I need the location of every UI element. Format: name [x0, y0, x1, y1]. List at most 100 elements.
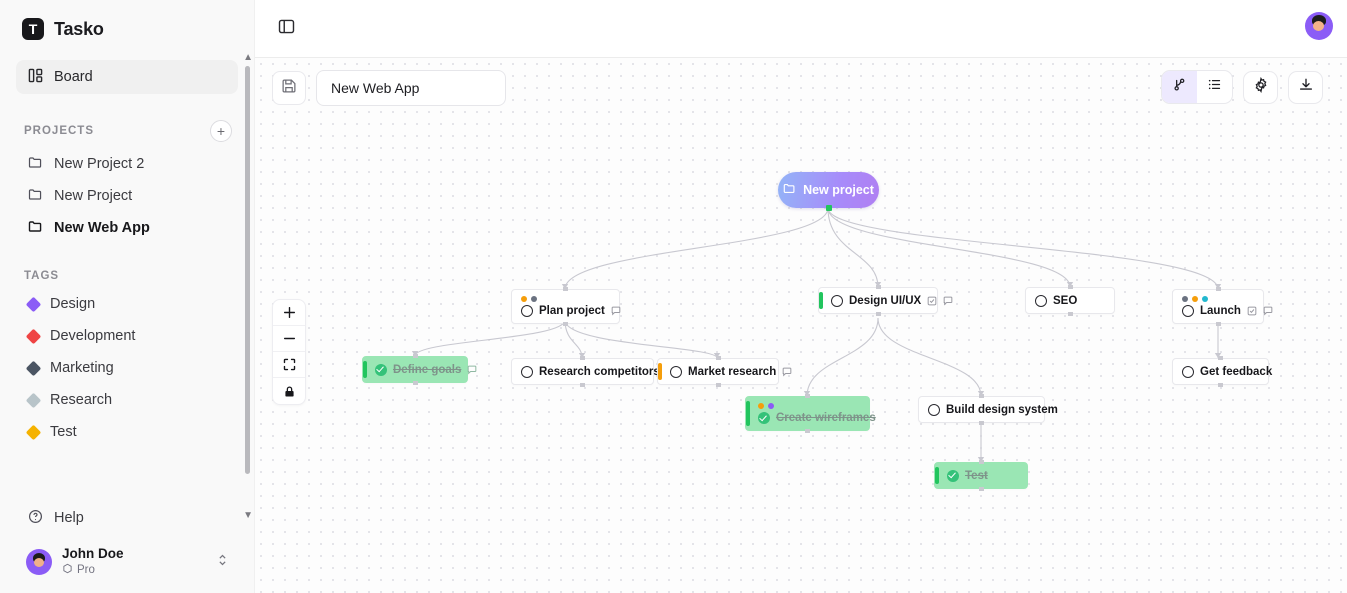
top-bar: [255, 0, 1347, 57]
sidebar-item-help[interactable]: Help: [16, 502, 238, 534]
task-checkbox[interactable]: [758, 412, 770, 424]
sidebar-scrollbar-thumb[interactable]: [245, 66, 250, 474]
lock-button[interactable]: [273, 378, 305, 404]
node-target-handle[interactable]: [1218, 356, 1223, 360]
node-card[interactable]: Define goals: [362, 354, 477, 385]
node-target-handle[interactable]: [979, 394, 984, 398]
node-target-handle[interactable]: [563, 287, 568, 291]
node-source-handle[interactable]: [979, 421, 984, 425]
node-target-handle[interactable]: [580, 356, 585, 360]
node-research-competitors[interactable]: Research competitors: [511, 356, 660, 387]
node-target-handle[interactable]: [1067, 285, 1073, 289]
node-design-ui-ux[interactable]: Design UI/UX: [818, 285, 953, 316]
flow-canvas[interactable]: New project Plan project: [255, 57, 1347, 593]
add-project-button[interactable]: +: [210, 120, 232, 142]
toggle-sidebar-button[interactable]: [271, 14, 301, 44]
node-card[interactable]: Create wireframes: [745, 394, 876, 433]
sidebar-tag-design[interactable]: Design: [16, 288, 238, 320]
task-checkbox[interactable]: [1035, 294, 1047, 307]
zoom-out-button[interactable]: [273, 326, 305, 352]
node-root-body[interactable]: New project: [778, 172, 879, 208]
comment-icon[interactable]: [467, 365, 477, 375]
scroll-up-icon[interactable]: ▲: [243, 52, 253, 63]
node-seo[interactable]: SEO: [1025, 285, 1115, 316]
node-target-handle[interactable]: [412, 354, 418, 358]
comment-icon[interactable]: [943, 296, 953, 306]
node-card[interactable]: Research competitors: [511, 356, 660, 387]
download-button[interactable]: [1288, 70, 1323, 104]
task-checkbox[interactable]: [521, 305, 533, 317]
sidebar-toggle-icon: [278, 18, 295, 40]
node-card[interactable]: Test: [934, 460, 1028, 491]
tag-color-icon: [25, 392, 42, 408]
task-checkbox[interactable]: [1182, 365, 1194, 378]
node-source-handle[interactable]: [563, 322, 568, 326]
node-card[interactable]: Get feedback: [1172, 356, 1272, 387]
node-source-handle[interactable]: [1218, 383, 1223, 387]
node-target-handle[interactable]: [715, 356, 721, 360]
sidebar-tag-test[interactable]: Test: [16, 416, 238, 448]
task-checkbox[interactable]: [1182, 305, 1194, 317]
node-define-goals[interactable]: Define goals: [362, 354, 477, 385]
fit-view-button[interactable]: [273, 352, 305, 378]
node-test[interactable]: Test: [934, 460, 1028, 491]
tab-list-view[interactable]: [1197, 71, 1232, 103]
node-card[interactable]: SEO: [1025, 285, 1115, 316]
sidebar-user-card[interactable]: John Doe Pro: [16, 542, 238, 581]
sidebar-tag-research[interactable]: Research: [16, 384, 238, 416]
node-market-research[interactable]: Market research: [657, 356, 792, 387]
node-target-handle[interactable]: [978, 460, 984, 464]
node-target-handle[interactable]: [1215, 287, 1221, 291]
settings-button[interactable]: [1243, 70, 1278, 104]
task-checkbox[interactable]: [521, 365, 533, 378]
tab-tree-view[interactable]: [1162, 71, 1197, 103]
project-title-input[interactable]: [316, 70, 506, 106]
node-card[interactable]: Launch: [1172, 287, 1273, 326]
comment-icon[interactable]: [782, 367, 792, 377]
node-target-handle[interactable]: [805, 394, 810, 398]
sidebar-item-board[interactable]: Board: [16, 60, 238, 94]
node-source-handle[interactable]: [580, 383, 585, 387]
sidebar-project-new-project-2[interactable]: New Project 2: [16, 148, 238, 180]
comment-icon[interactable]: [611, 306, 621, 316]
node-create-wireframes[interactable]: Create wireframes: [745, 394, 876, 433]
chevron-updown-icon[interactable]: [217, 552, 228, 571]
node-card[interactable]: Market research: [657, 356, 792, 387]
node-card[interactable]: Build design system: [918, 394, 1058, 425]
node-source-handle[interactable]: [825, 205, 832, 211]
node-get-feedback[interactable]: Get feedback: [1172, 356, 1272, 387]
user-avatar-button[interactable]: [1305, 12, 1333, 40]
node-source-handle[interactable]: [875, 312, 881, 316]
sidebar-tag-label: Development: [50, 328, 136, 344]
download-icon: [1298, 77, 1314, 98]
task-checkbox[interactable]: [375, 363, 387, 376]
node-target-handle[interactable]: [875, 285, 881, 289]
task-checkbox[interactable]: [928, 403, 940, 416]
node-new-project[interactable]: New project: [778, 172, 879, 211]
node-source-handle[interactable]: [805, 429, 810, 433]
node-launch[interactable]: Launch: [1172, 287, 1273, 326]
task-icon[interactable]: [927, 296, 937, 306]
zoom-in-button[interactable]: [273, 300, 305, 326]
comment-icon[interactable]: [1263, 306, 1273, 316]
sidebar-scrollbar[interactable]: [245, 54, 250, 516]
node-plan-project[interactable]: Plan project: [511, 287, 621, 326]
sidebar-project-new-web-app[interactable]: New Web App: [16, 212, 238, 244]
node-build-design-system[interactable]: Build design system: [918, 394, 1058, 425]
node-source-handle[interactable]: [1215, 322, 1221, 326]
node-source-handle[interactable]: [978, 487, 984, 491]
task-checkbox[interactable]: [831, 294, 843, 307]
task-checkbox[interactable]: [947, 469, 959, 482]
save-button[interactable]: [272, 71, 306, 105]
scroll-down-icon[interactable]: ▼: [243, 510, 253, 521]
node-card[interactable]: Design UI/UX: [818, 285, 953, 316]
task-icon[interactable]: [1247, 306, 1257, 316]
sidebar-project-new-project[interactable]: New Project: [16, 180, 238, 212]
sidebar-tag-development[interactable]: Development: [16, 320, 238, 352]
sidebar-tag-marketing[interactable]: Marketing: [16, 352, 238, 384]
node-source-handle[interactable]: [1067, 312, 1073, 316]
node-source-handle[interactable]: [715, 383, 721, 387]
node-card[interactable]: Plan project: [511, 287, 621, 326]
task-checkbox[interactable]: [670, 365, 682, 378]
node-source-handle[interactable]: [412, 381, 418, 385]
